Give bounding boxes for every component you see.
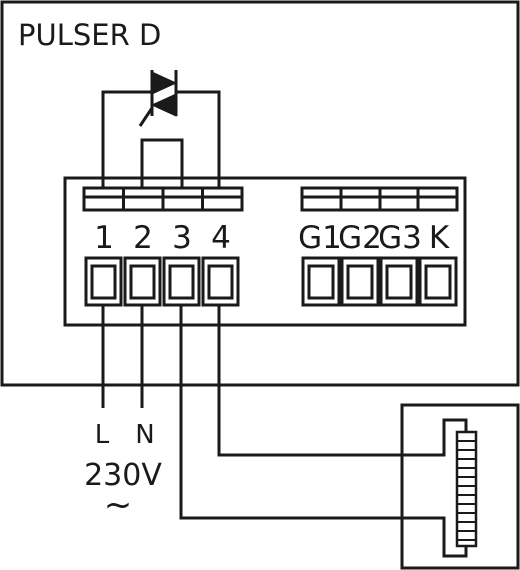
wire-heater-a [217,305,468,457]
heater-enclosure [400,403,520,570]
top-clamps-right [300,186,459,212]
supply-neutral-label: N [135,420,154,450]
screw-terminal-g2 [340,256,380,307]
terminal-label-4: 4 [211,220,231,256]
screw-terminal-k [418,256,458,307]
screw-terminal-g1 [301,256,341,307]
screw-terminals-right [301,256,458,307]
device-housing [0,0,520,387]
screw-terminals-left [84,256,240,307]
top-clamps-left [82,186,244,212]
terminal-label-2: 2 [133,220,153,256]
triac-icon [138,70,178,127]
terminal-label-g3: G3 [378,220,422,256]
supply-voltage-label: 230V [84,458,162,493]
terminal-label-1: 1 [94,220,114,256]
triac-wire [101,90,221,188]
supply-line-label: L [95,420,110,450]
terminal-label-g1: G1 [298,220,342,256]
terminal-label-3: 3 [172,220,192,256]
heating-element [455,430,478,548]
terminal-block [63,176,467,327]
screw-terminal-g3 [379,256,419,307]
terminal-label-g2: G2 [338,220,382,256]
ac-symbol: ~ [104,485,133,525]
terminal-label-k: K [429,220,450,256]
wire-heater-b [179,305,468,558]
bridge-wire [140,138,184,188]
device-title: PULSER D [18,18,161,52]
